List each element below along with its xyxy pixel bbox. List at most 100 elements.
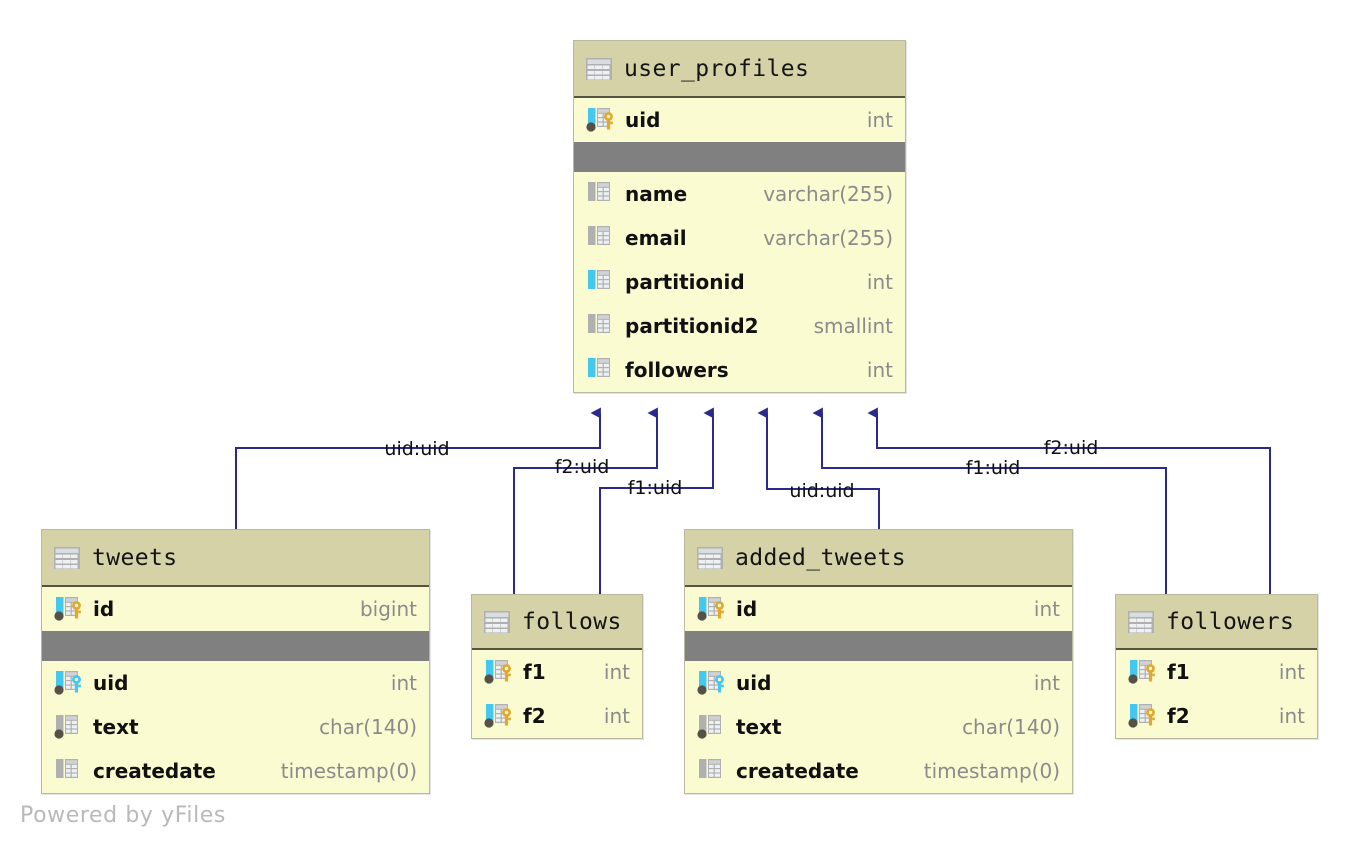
entity-title: followers xyxy=(1166,608,1295,635)
attribute-name: f2 xyxy=(523,704,546,728)
primary-key-icon xyxy=(1128,704,1155,728)
attribute-name: text xyxy=(93,715,139,739)
attribute-name: f2 xyxy=(1167,704,1190,728)
attribute-type: timestamp(0) xyxy=(923,759,1060,783)
attribute-type: int xyxy=(1033,597,1060,621)
table-icon xyxy=(54,546,80,569)
attribute-type: int xyxy=(866,108,893,132)
table-icon xyxy=(697,546,723,569)
attribute-type: int xyxy=(866,358,893,382)
yfiles-watermark: Powered by yFiles xyxy=(20,803,226,828)
attribute-type: timestamp(0) xyxy=(280,759,417,783)
attribute-row[interactable]: id int xyxy=(685,587,1072,631)
foreign-key-icon xyxy=(697,671,724,695)
edge-label-followers-f1: f1:uid xyxy=(965,457,1021,479)
attribute-type: int xyxy=(603,704,630,728)
attribute-separator xyxy=(42,631,429,661)
attribute-row[interactable]: f2 int xyxy=(1116,694,1317,738)
entity-title: added_tweets xyxy=(735,544,906,571)
attribute-row[interactable]: partitionid int xyxy=(574,260,905,304)
attribute-name: f1 xyxy=(523,660,546,684)
attribute-row[interactable]: f2 int xyxy=(472,694,642,738)
attribute-type: int xyxy=(603,660,630,684)
attribute-type: char(140) xyxy=(962,715,1060,739)
attribute-type: varchar(255) xyxy=(763,226,893,250)
attribute-row[interactable]: f1 int xyxy=(1116,650,1317,694)
entity-title: follows xyxy=(522,608,622,635)
entity-title: tweets xyxy=(92,544,178,571)
attribute-name: uid xyxy=(93,671,129,695)
column-icon xyxy=(56,759,78,778)
entity-header-followers[interactable]: followers xyxy=(1116,595,1317,650)
edge-label-follows-f2: f2:uid xyxy=(554,456,610,478)
attribute-name: f1 xyxy=(1167,660,1190,684)
column-icon xyxy=(588,226,610,245)
attribute-name: uid xyxy=(736,671,772,695)
attribute-separator xyxy=(685,631,1072,661)
attribute-row[interactable]: createdate timestamp(0) xyxy=(685,749,1072,793)
attribute-name: uid xyxy=(625,108,661,132)
primary-key-icon xyxy=(697,597,724,621)
attribute-name: followers xyxy=(625,358,729,382)
entity-header-user_profiles[interactable]: user_profiles xyxy=(574,41,905,98)
attribute-name: createdate xyxy=(736,759,859,783)
attribute-row[interactable]: email varchar(255) xyxy=(574,216,905,260)
edge-label-tweets-uid: uid:uid xyxy=(384,438,450,460)
relationship-edge-tweets-uid[interactable] xyxy=(235,407,601,529)
attribute-name: partitionid xyxy=(625,270,745,294)
attribute-row[interactable]: partitionid2 smallint xyxy=(574,304,905,348)
attribute-separator xyxy=(574,142,905,172)
attribute-row[interactable]: name varchar(255) xyxy=(574,172,905,216)
attribute-name: partitionid2 xyxy=(625,314,759,338)
table-icon xyxy=(586,57,612,80)
attribute-type: smallint xyxy=(813,314,893,338)
attribute-name: id xyxy=(736,597,758,621)
attribute-name: email xyxy=(625,226,687,250)
primary-key-icon xyxy=(484,660,511,684)
attribute-row[interactable]: uid int xyxy=(574,98,905,142)
entity-title: user_profiles xyxy=(624,55,810,82)
entity-follows[interactable]: follows f1 int f2 int xyxy=(471,594,643,739)
edge-label-followers-f2: f2:uid xyxy=(1043,437,1099,459)
column-icon xyxy=(588,314,610,333)
column-icon xyxy=(588,182,610,201)
primary-key-icon xyxy=(54,597,81,621)
attribute-row[interactable]: followers int xyxy=(574,348,905,392)
attribute-type: int xyxy=(1278,704,1305,728)
attribute-row[interactable]: createdate timestamp(0) xyxy=(42,749,429,793)
edge-label-added-tweets-uid: uid:uid xyxy=(789,480,855,502)
entity-followers[interactable]: followers f1 int f2 int xyxy=(1115,594,1318,739)
attribute-row[interactable]: text char(140) xyxy=(42,705,429,749)
entity-header-tweets[interactable]: tweets xyxy=(42,530,429,587)
table-icon xyxy=(484,610,510,633)
entity-header-follows[interactable]: follows xyxy=(472,595,642,650)
primary-key-icon xyxy=(1128,660,1155,684)
entity-header-added_tweets[interactable]: added_tweets xyxy=(685,530,1072,587)
primary-key-icon xyxy=(484,704,511,728)
column-icon xyxy=(699,759,721,778)
attribute-name: name xyxy=(625,182,688,206)
attribute-row[interactable]: f1 int xyxy=(472,650,642,694)
attribute-type: varchar(255) xyxy=(763,182,893,206)
primary-key-icon xyxy=(586,108,613,132)
attribute-type: int xyxy=(866,270,893,294)
relationship-edge-added-tweets-uid[interactable] xyxy=(757,407,880,529)
column-icon xyxy=(588,358,610,377)
relationship-edge-follows-f2[interactable] xyxy=(513,407,658,594)
attribute-name: id xyxy=(93,597,115,621)
indexed-column-icon xyxy=(54,715,78,739)
indexed-column-icon xyxy=(697,715,721,739)
attribute-type: char(140) xyxy=(319,715,417,739)
attribute-type: int xyxy=(1278,660,1305,684)
table-icon xyxy=(1128,610,1154,633)
column-icon xyxy=(588,270,610,289)
attribute-name: createdate xyxy=(93,759,216,783)
edge-label-follows-f1: f1:uid xyxy=(627,477,683,499)
